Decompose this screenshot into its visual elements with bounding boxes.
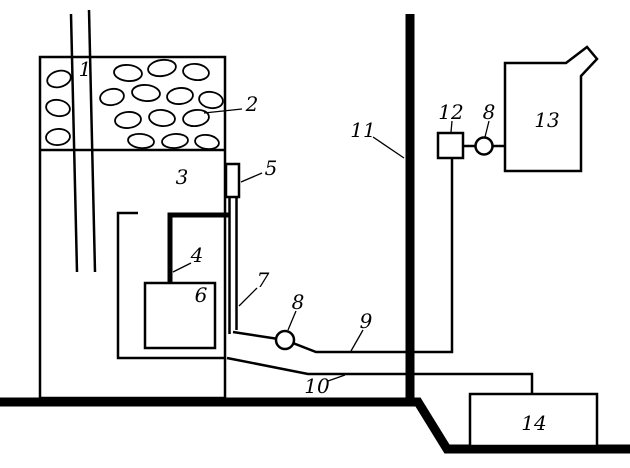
stone	[46, 69, 72, 89]
regulator-box	[436, 131, 465, 160]
stone	[45, 128, 71, 146]
burner-pipe	[167, 212, 229, 283]
leader-11	[372, 136, 405, 159]
part-12-label: 12	[438, 100, 464, 124]
receiver-box	[468, 392, 599, 448]
inner-wall-line	[116, 211, 225, 360]
valve-left	[274, 329, 296, 351]
part-2-label: 2	[245, 92, 259, 116]
leader-7	[238, 287, 258, 307]
stone	[99, 87, 125, 107]
burner-box	[143, 281, 217, 350]
part-8-right-label: 8	[482, 100, 496, 124]
leader-12	[450, 120, 453, 133]
stone	[113, 64, 143, 82]
stone	[194, 133, 220, 151]
leader-9	[350, 329, 364, 352]
drain-pipe	[226, 356, 534, 395]
part-13-label: 13	[534, 108, 560, 132]
stone	[182, 108, 210, 128]
stone	[147, 58, 177, 78]
part-7-label: 7	[256, 268, 270, 292]
leader-8-right	[484, 120, 490, 138]
stone	[166, 87, 194, 105]
valve-right	[474, 136, 494, 156]
leader-10	[327, 374, 346, 382]
gas-supply-pipe	[232, 158, 454, 354]
stone	[182, 62, 210, 82]
part-11-label: 11	[350, 118, 376, 142]
stone	[114, 111, 142, 129]
leader-5	[240, 172, 263, 183]
gas-tank	[503, 45, 599, 173]
part-6-label: 6	[194, 283, 208, 307]
stone	[161, 133, 189, 149]
part-9-label: 9	[359, 309, 373, 333]
chimney-left-line	[69, 13, 79, 273]
leader-4	[172, 262, 192, 273]
part-5-label: 5	[264, 156, 278, 180]
part-10-label: 10	[304, 374, 330, 398]
stone	[131, 84, 161, 102]
leader-2	[203, 108, 243, 114]
part-14-label: 14	[521, 411, 547, 435]
stone	[198, 90, 224, 110]
leader-8-left	[287, 310, 297, 331]
part-8-left-label: 8	[291, 290, 305, 314]
floor-line	[0, 397, 630, 454]
part-4-label: 4	[190, 243, 204, 267]
chimney-right-line	[87, 9, 97, 273]
stone	[148, 109, 176, 127]
wall-bracket	[224, 162, 241, 199]
stone	[127, 133, 155, 149]
part-1-label: 1	[78, 57, 92, 81]
part-3-label: 3	[175, 165, 189, 189]
stone	[45, 98, 71, 118]
